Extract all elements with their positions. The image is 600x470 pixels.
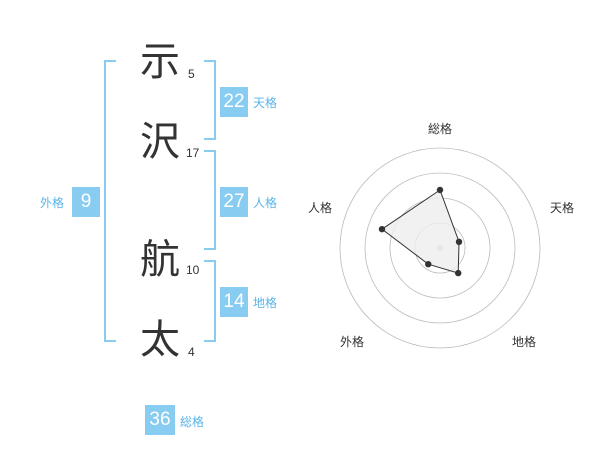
radar-label-soukaku: 総格 <box>428 122 453 136</box>
name-char-4: 太 <box>140 317 180 363</box>
gaikaku-value: 9 <box>72 187 100 217</box>
tenkaku-value: 22 <box>220 87 248 117</box>
radar-label-tenkaku: 天格 <box>550 201 575 215</box>
radar-label-jinkaku: 人格 <box>308 201 333 215</box>
stroke-count-4: 4 <box>188 345 195 359</box>
soukaku-value: 36 <box>145 405 175 435</box>
radar-ring <box>339 147 541 349</box>
name-char-1: 示 <box>140 39 180 85</box>
radar-point-3 <box>425 260 432 268</box>
name-char-2: 沢 <box>140 119 180 165</box>
gaikaku-bracket <box>104 60 116 342</box>
tenkaku-label: 天格 <box>253 96 278 110</box>
radar-point-1 <box>455 238 463 246</box>
radar-point-0 <box>436 186 444 194</box>
chikaku-value: 14 <box>220 287 248 317</box>
jinkaku-value: 27 <box>220 187 248 217</box>
radar-point-4 <box>378 225 386 233</box>
radar-polygon <box>381 189 460 274</box>
radar-label-chikaku: 地格 <box>512 335 537 349</box>
gaikaku-label: 外格 <box>40 196 65 210</box>
jinkaku-bracket <box>204 150 216 250</box>
tenkaku-bracket <box>204 60 216 140</box>
soukaku-label: 総格 <box>180 415 205 429</box>
radar-label-gaikaku: 外格 <box>340 335 365 349</box>
jinkaku-label: 人格 <box>253 196 278 210</box>
stroke-count-2: 17 <box>186 146 200 160</box>
stroke-count-3: 10 <box>186 263 200 277</box>
chikaku-label: 地格 <box>253 296 278 310</box>
radar-ring <box>364 172 516 324</box>
chikaku-bracket <box>204 260 216 342</box>
radar-point-2 <box>455 269 462 277</box>
name-char-3: 航 <box>140 237 180 283</box>
stroke-count-1: 5 <box>188 67 195 81</box>
